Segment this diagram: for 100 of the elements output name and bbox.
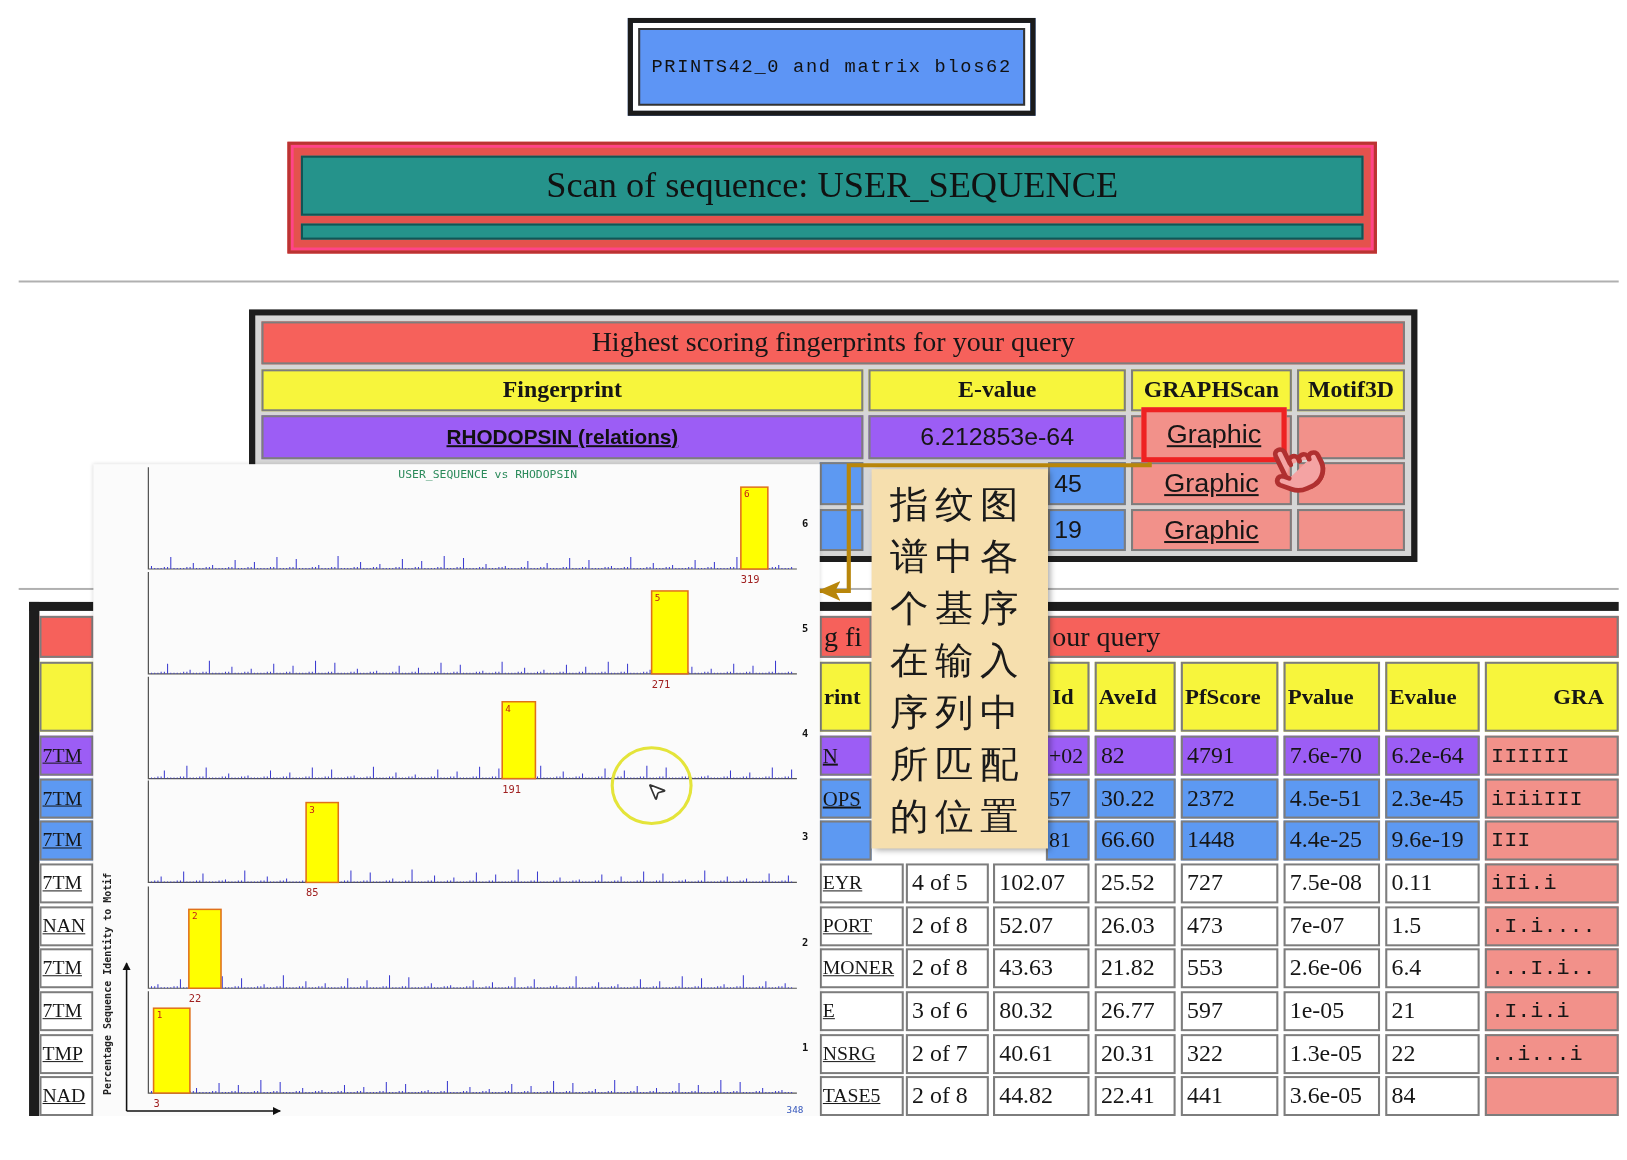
table-value: 40.61	[993, 1034, 1090, 1075]
match-pattern: .I.i....	[1484, 906, 1619, 947]
table-value: 2 of 7	[905, 1034, 989, 1075]
column-header: AveId	[1094, 661, 1176, 732]
table-value: 1.3e-05	[1283, 1034, 1381, 1075]
table-value: 4791	[1180, 735, 1279, 776]
table-link: 7TM	[39, 991, 94, 1032]
table-value: 26.03	[1094, 906, 1176, 947]
table-value: 21.82	[1094, 948, 1176, 989]
column-header: Fingerprint	[261, 369, 864, 412]
table-value: 26.77	[1094, 991, 1176, 1032]
table-value: 84	[1385, 1076, 1480, 1116]
table-value: 1448	[1180, 820, 1279, 861]
table-value: 1e-05	[1283, 991, 1381, 1032]
motif-number: 6	[744, 490, 750, 500]
table-value: 52.07	[993, 906, 1090, 947]
table-link: NSRG	[819, 1034, 904, 1075]
table-value: 441	[1180, 1076, 1279, 1116]
position-label: 271	[651, 679, 671, 690]
position-label: 191	[502, 784, 521, 795]
motif-row-label: 2	[802, 938, 809, 949]
table-value: 6.4	[1385, 948, 1480, 989]
motif-number: 1	[156, 1011, 163, 1021]
table-value: 81	[1045, 820, 1090, 861]
motif-number: 2	[191, 912, 198, 922]
table-value: 9.6e-19	[1385, 820, 1480, 861]
table-value: 30.22	[1094, 778, 1176, 819]
match-pattern: IIIIII	[1484, 735, 1619, 776]
table-value: 102.07	[993, 863, 1090, 904]
table-link: 7TM	[39, 948, 94, 989]
table-value: 80.32	[993, 991, 1090, 1032]
table-value: 1.5	[1385, 906, 1480, 947]
callout-box	[871, 469, 1048, 849]
motif-row-label: 1	[802, 1043, 809, 1054]
table-value: 2 of 8	[905, 1076, 989, 1116]
table-link: PORT	[819, 906, 904, 947]
table-value: 22.41	[1094, 1076, 1176, 1116]
table-link: EYR	[819, 863, 904, 904]
table-value: 2.3e-45	[1385, 778, 1480, 819]
table-link: OPS	[819, 778, 872, 819]
column-header: rint	[819, 661, 872, 732]
table-link: 7TM	[39, 735, 94, 776]
column-header: E-value	[868, 369, 1126, 412]
match-pattern: iIi.i	[1484, 863, 1619, 904]
table-link: 7TM	[39, 863, 94, 904]
table-value: 22	[1385, 1034, 1480, 1075]
table-link: E	[819, 991, 904, 1032]
motif-row-label: 6	[802, 519, 809, 530]
table-link: N	[819, 735, 872, 776]
column-header: Motif3D	[1297, 369, 1405, 412]
callout-text: 指纹图谱中各个基序在输入序列中所匹配的位置	[890, 482, 1026, 840]
graphic-link: Graphic	[1131, 509, 1292, 551]
table-value: 4.5e-51	[1283, 778, 1381, 819]
table-value: 7.6e-70	[1283, 735, 1381, 776]
motif-number: 5	[654, 593, 661, 603]
table-link: MONER	[819, 948, 904, 989]
fingerprint-graph-panel	[93, 464, 820, 1116]
table-value: 43.63	[993, 948, 1090, 989]
column-header: GRAPHScan	[1131, 369, 1292, 412]
match-pattern: iIiiIII	[1484, 778, 1619, 819]
table-value: 3.6e-05	[1283, 1076, 1381, 1116]
match-pattern: .I.i.i	[1484, 991, 1619, 1032]
match-pattern: ...I.i..	[1484, 948, 1619, 989]
table-value: 2 of 8	[905, 948, 989, 989]
table-link: TASE5	[819, 1076, 904, 1116]
table-value: 6.212853e-64	[868, 415, 1126, 460]
motif-number: 4	[505, 704, 511, 714]
table-value: 2 of 8	[905, 906, 989, 947]
match-pattern: ..i...i	[1484, 1034, 1619, 1075]
table-link: 7TM	[39, 820, 94, 861]
table-value: 66.60	[1094, 820, 1176, 861]
table-value: 0.11	[1385, 863, 1480, 904]
position-label: 22	[188, 994, 202, 1005]
motif-row-label: 4	[802, 728, 809, 739]
axis-end-label: 348	[786, 1106, 804, 1115]
column-header: GRA	[1484, 661, 1619, 732]
axis-label: Percentage Sequence Identity to Motif	[101, 871, 115, 1096]
motif-number: 3	[309, 805, 315, 815]
table-value: 473	[1180, 906, 1279, 947]
banner-title: Scan of sequence: USER_SEQUENCE	[300, 155, 1364, 216]
table-value: 727	[1180, 863, 1279, 904]
table-value: 597	[1180, 991, 1279, 1032]
table-value: 19	[1048, 509, 1126, 551]
table-value: 2372	[1180, 778, 1279, 819]
table-link: NAD	[39, 1076, 94, 1116]
table-value: 3 of 6	[905, 991, 989, 1032]
table-value: 7e-07	[1283, 906, 1381, 947]
table-value: 2.6e-06	[1283, 948, 1381, 989]
column-header: PfScore	[1180, 661, 1279, 732]
highlighted-link: Graphic	[1141, 407, 1287, 463]
table-title: Highest scoring fingerprints for your query	[261, 321, 1405, 365]
table-value: 7.5e-08	[1283, 863, 1381, 904]
table-value: 20.31	[1094, 1034, 1176, 1075]
table-link: RHODOPSIN (relations)	[261, 415, 864, 460]
table-value: 4.4e-25	[1283, 820, 1381, 861]
table-value: 44.82	[993, 1076, 1090, 1116]
position-label: 3	[153, 1099, 160, 1109]
table-title: g fi	[819, 615, 872, 658]
table-value: 82	[1094, 735, 1176, 776]
graphic-link: Graphic	[1131, 462, 1292, 506]
